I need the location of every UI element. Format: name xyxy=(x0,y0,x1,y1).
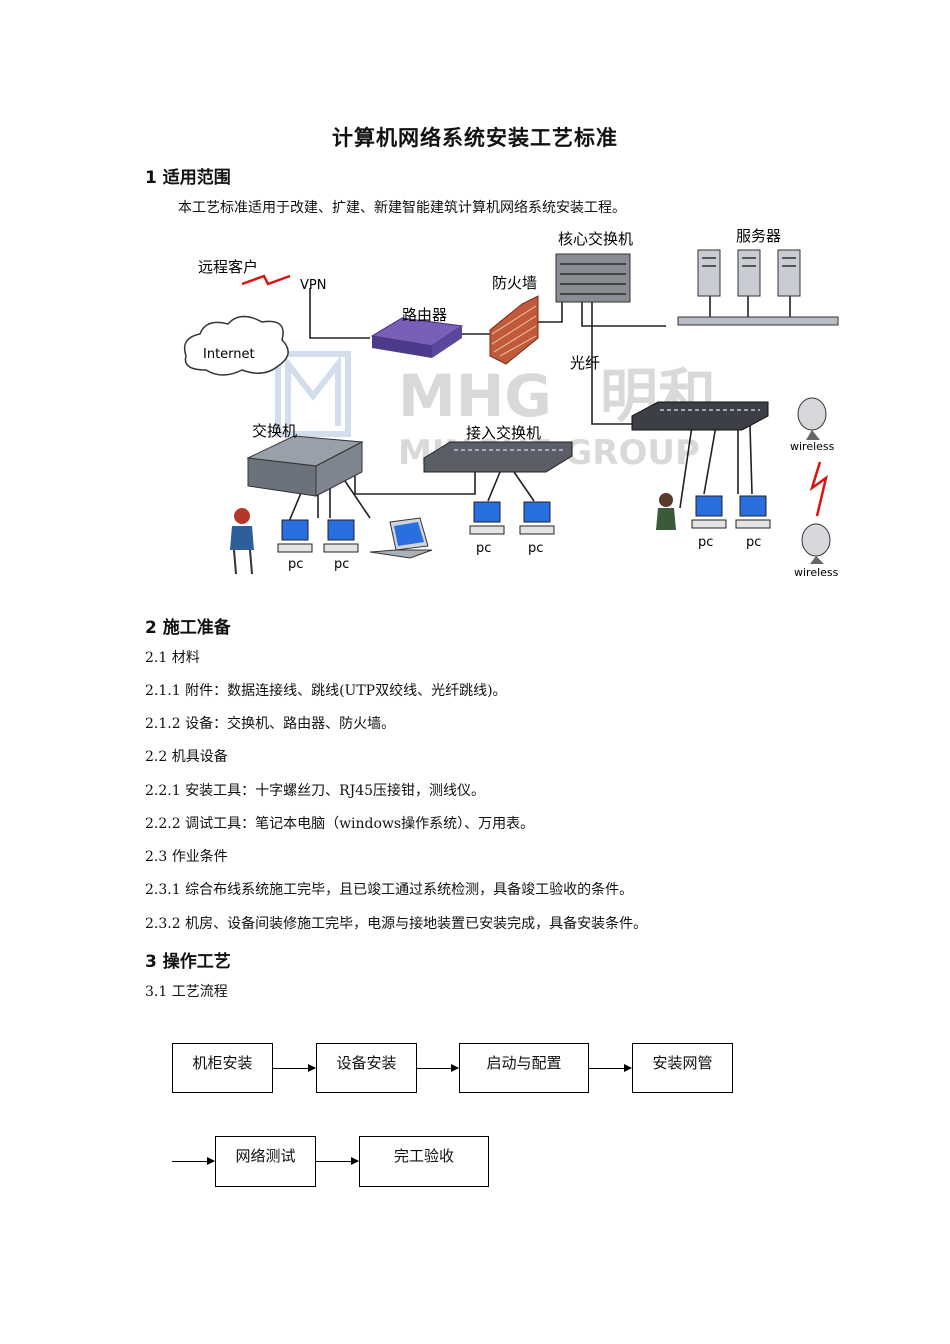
flow-step-cabinet: 机柜安装 xyxy=(172,1043,273,1093)
label-pc-2: pc xyxy=(334,557,349,572)
watermark-latin: MHG xyxy=(398,362,552,430)
label-firewall: 防火墙 xyxy=(492,274,537,292)
flow-step-network-test: 网络测试 xyxy=(215,1136,316,1187)
document-title: 计算机网络系统安装工艺标准 xyxy=(332,126,618,150)
flow-arrow xyxy=(172,1157,215,1165)
pc-base-icon xyxy=(277,519,771,553)
label-remote-client: 远程客户 xyxy=(198,258,258,276)
flow-arrow xyxy=(417,1064,459,1072)
internet-cloud-icon xyxy=(183,315,289,376)
label-router: 路由器 xyxy=(402,306,447,324)
section-2-line: 2.1 材料 xyxy=(145,650,200,666)
firewall-icon xyxy=(489,295,539,365)
label-pc-3: pc xyxy=(476,541,491,556)
section-2-line: 2.3.1 综合布线系统施工完毕，且已竣工通过系统检测，具备竣工验收的条件。 xyxy=(145,882,634,898)
person-icon xyxy=(230,493,676,575)
server-icon xyxy=(697,249,801,297)
label-access-switch: 接入交换机 xyxy=(466,424,541,442)
label-wireless-top: wireless xyxy=(790,440,835,453)
label-core-switch: 核心交换机 xyxy=(558,230,633,248)
access-switch-icon xyxy=(423,441,573,473)
label-pc-1: pc xyxy=(288,557,303,572)
flow-step-acceptance: 完工验收 xyxy=(359,1136,489,1187)
flow-arrow xyxy=(316,1157,359,1165)
section-3-heading: 3 操作工艺 xyxy=(145,952,231,972)
vpn-link-icon xyxy=(241,274,291,286)
label-internet: Internet xyxy=(203,347,255,362)
section-2-line: 2.2 机具设备 xyxy=(145,749,228,765)
core-switch-icon xyxy=(555,253,631,303)
section-2-line: 2.3.2 机房、设备间装修施工完毕，电源与接地装置已安装完成，具备安装条件。 xyxy=(145,916,648,932)
switch-icon xyxy=(246,435,364,497)
router-icon xyxy=(370,317,464,358)
network-topology-diagram: MHG 明和 MINGHE GROUP 远程客户 VPN Internet 路由… xyxy=(183,227,839,579)
label-vpn: VPN xyxy=(300,278,326,293)
label-pc-5: pc xyxy=(698,535,713,550)
section-2-heading: 2 施工准备 xyxy=(145,618,231,638)
label-servers: 服务器 xyxy=(736,227,781,245)
flow-step-startup: 启动与配置 xyxy=(459,1043,589,1093)
label-switch: 交换机 xyxy=(252,422,297,440)
flow-step-nms: 安装网管 xyxy=(632,1043,733,1093)
section-2-line: 2.1.1 附件：数据连接线、跳线(UTP双绞线、光纤跳线)。 xyxy=(145,683,507,699)
label-pc-4: pc xyxy=(528,541,543,556)
label-pc-6: pc xyxy=(746,535,761,550)
section-3-subheading: 3.1 工艺流程 xyxy=(145,984,228,1000)
flow-arrow xyxy=(589,1064,632,1072)
section-2-line: 2.2.2 调试工具：笔记本电脑（windows操作系统）、万用表。 xyxy=(145,816,535,832)
label-wireless-bottom: wireless xyxy=(794,566,839,579)
label-fiber: 光纤 xyxy=(570,354,600,372)
laptop-icon xyxy=(369,517,433,559)
pc-icon xyxy=(281,495,767,541)
satellite-dish-icon xyxy=(797,397,831,564)
section-1-heading: 1 适用范围 xyxy=(145,168,231,188)
section-2-line: 2.1.2 设备：交换机、路由器、防火墙。 xyxy=(145,716,396,732)
backbone-bar xyxy=(677,316,839,326)
section-2-line: 2.2.1 安装工具：十字螺丝刀、RJ45压接钳，测线仪。 xyxy=(145,783,486,799)
section-2-line: 2.3 作业条件 xyxy=(145,849,228,865)
flow-arrow xyxy=(273,1064,316,1072)
section-1-paragraph: 本工艺标准适用于改建、扩建、新建智能建筑计算机网络系统安装工程。 xyxy=(178,200,626,216)
access-switch-right-icon xyxy=(631,401,769,431)
flow-step-equipment: 设备安装 xyxy=(316,1043,417,1093)
